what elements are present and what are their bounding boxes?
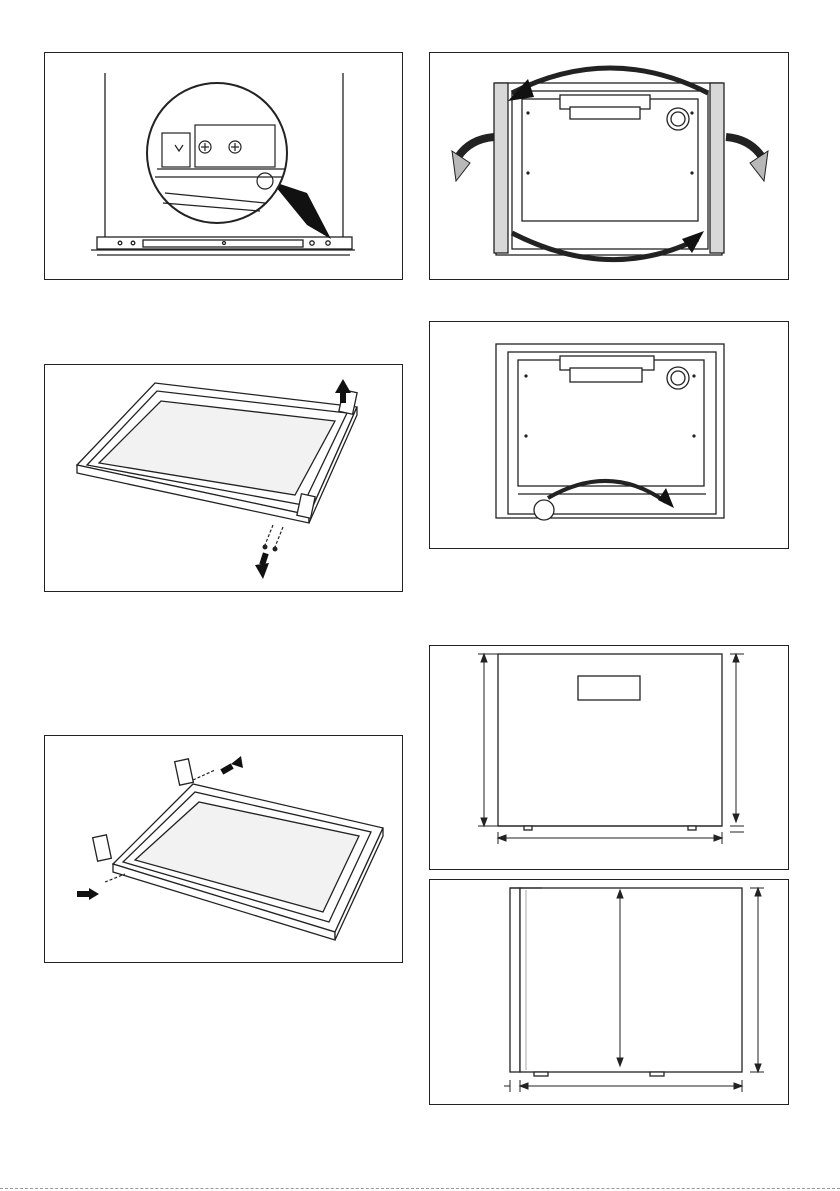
rotate-arrows-illustration	[430, 53, 790, 281]
figure-door-hinge-refit	[44, 735, 403, 963]
figure-side-dimensions	[429, 879, 789, 1105]
side-dimension-drawing	[430, 880, 790, 1106]
page-bottom-dashed-rule	[0, 1188, 840, 1189]
hinge-refit-illustration	[45, 736, 404, 964]
figure-oven-door-rotate	[429, 52, 789, 280]
figure-hinge-screw-detail	[44, 52, 403, 280]
front-dimension-drawing	[430, 646, 790, 871]
figure-oven-front-bottom-arrow	[429, 321, 789, 549]
hinge-screw-closeup-illustration	[45, 53, 404, 281]
latch-arrow-illustration	[430, 322, 790, 550]
figure-door-hinge-removal	[44, 364, 403, 592]
figure-front-dimensions	[429, 645, 789, 870]
hinge-removal-illustration	[45, 365, 404, 593]
